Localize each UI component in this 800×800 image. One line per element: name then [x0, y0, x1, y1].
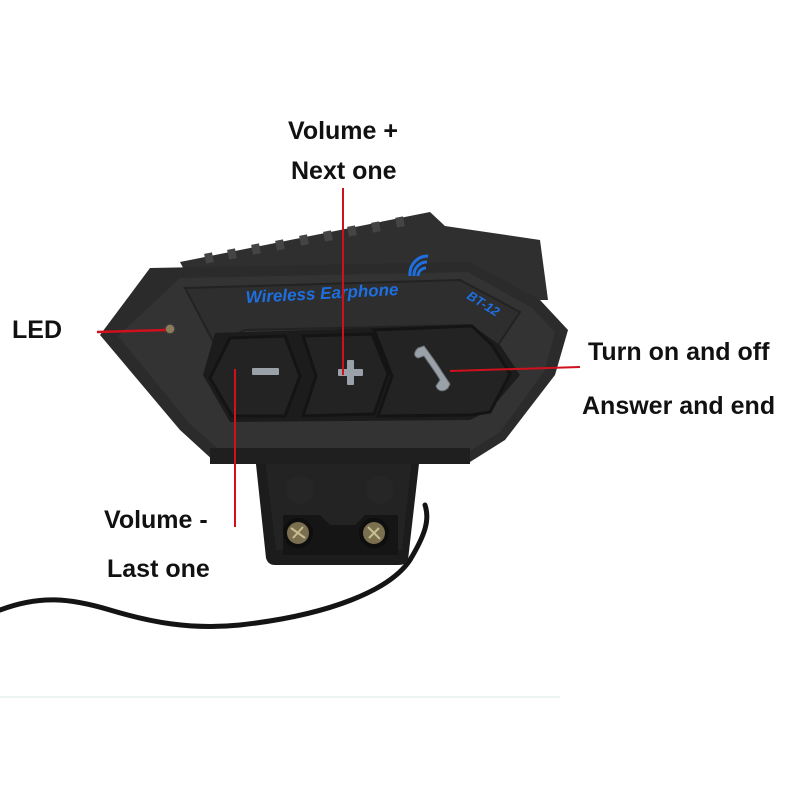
label-turn-on-off: Turn on and off [588, 338, 770, 366]
button-minus [208, 334, 302, 418]
cooling-fins [204, 216, 405, 264]
signal-waves-icon [408, 254, 429, 277]
minus-icon [252, 368, 279, 375]
screw-right [359, 518, 389, 548]
led-indicator [164, 323, 176, 335]
label-led: LED [12, 316, 62, 344]
label-volume-minus: Volume - [104, 506, 208, 534]
phone-icon [414, 345, 451, 392]
cable [0, 502, 430, 629]
label-volume-plus: Volume + [288, 117, 398, 145]
callout-line-led [96, 328, 167, 334]
label-next-one: Next one [291, 157, 397, 185]
button-phone [371, 324, 512, 418]
label-last-one: Last one [107, 555, 210, 583]
label-answer-end: Answer and end [582, 392, 776, 420]
plus-icon [338, 360, 363, 385]
callout-line-phone [449, 366, 581, 372]
screw-left [283, 518, 313, 548]
divider-line [0, 696, 560, 698]
